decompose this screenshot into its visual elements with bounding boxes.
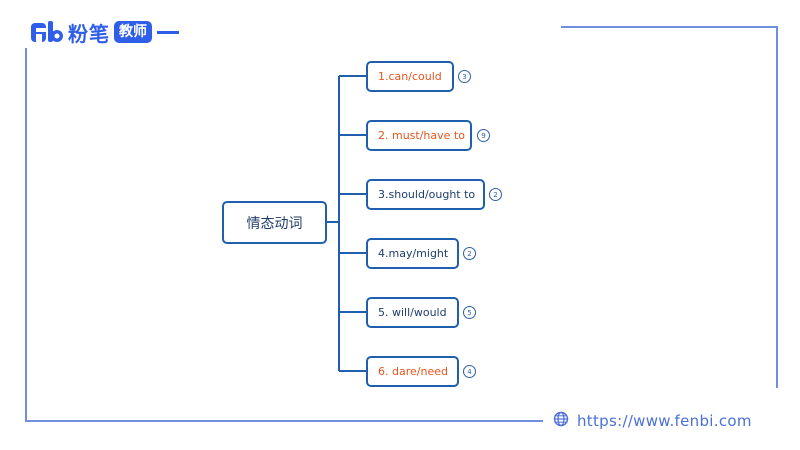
frame-right-line — [776, 26, 778, 388]
globe-icon — [553, 411, 569, 432]
branch-node-will-would[interactable]: 5. will/would — [366, 297, 459, 328]
brand-logo: 粉笔 教师 — [30, 19, 179, 46]
frame-bottom-line — [25, 420, 543, 422]
frame-left-line — [25, 48, 27, 422]
frame-top-line — [561, 26, 778, 28]
count-badge: 9 — [477, 129, 490, 142]
fb-logo-icon — [30, 20, 64, 44]
count-badge: 2 — [463, 247, 476, 260]
branch-node-may-might[interactable]: 4.may/might — [366, 238, 459, 269]
footer-url-text[interactable]: https://www.fenbi.com — [577, 412, 752, 430]
brand-dash — [157, 30, 179, 34]
count-badge: 3 — [458, 70, 471, 83]
branch-node-should-ought-to[interactable]: 3.should/ought to — [366, 179, 485, 210]
brand-name: 粉笔 — [68, 21, 110, 46]
brand-badge: 教师 — [114, 21, 152, 43]
root-node[interactable]: 情态动词 — [222, 201, 327, 244]
branch-node-must-have-to[interactable]: 2. must/have to — [366, 120, 472, 151]
branch-node-can-could[interactable]: 1.can/could — [366, 61, 454, 92]
footer-url[interactable]: https://www.fenbi.com — [553, 410, 752, 432]
count-badge: 5 — [463, 306, 476, 319]
count-badge: 4 — [463, 365, 476, 378]
branch-node-dare-need[interactable]: 6. dare/need — [366, 356, 459, 387]
count-badge: 2 — [489, 188, 502, 201]
